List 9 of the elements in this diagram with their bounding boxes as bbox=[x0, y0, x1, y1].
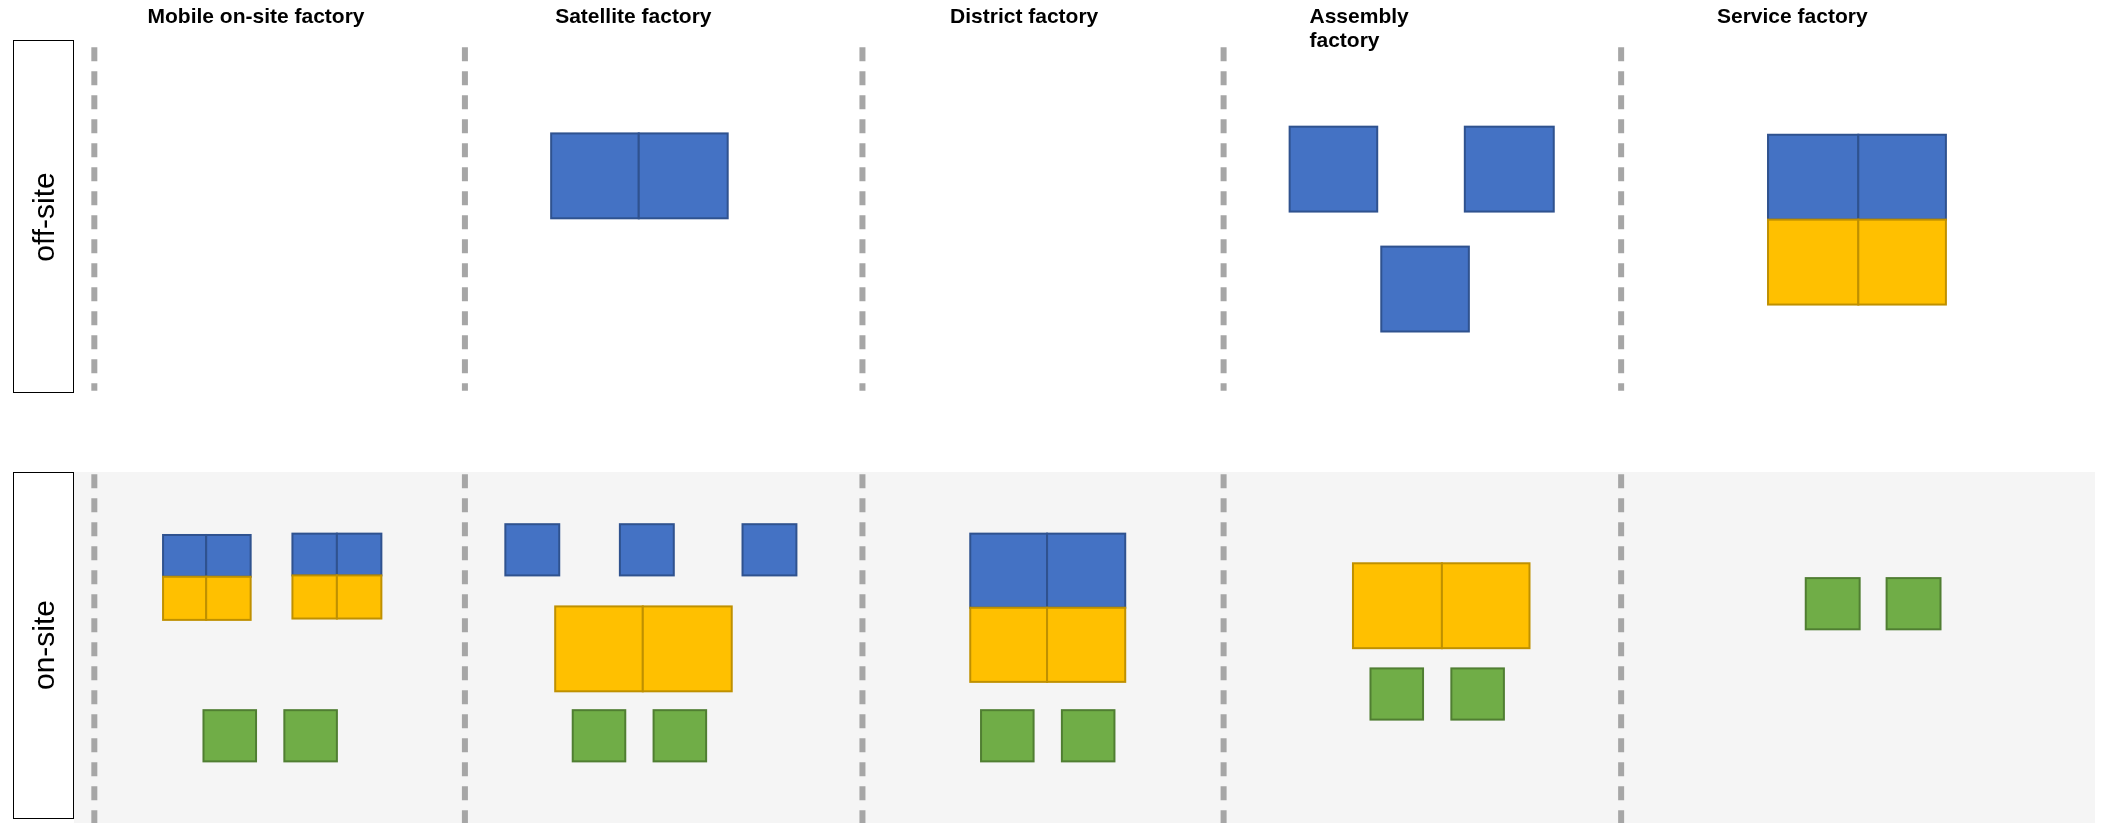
column-heading: Mobile on-site factory bbox=[146, 4, 366, 29]
row-label-box bbox=[13, 471, 75, 820]
row-label-box bbox=[13, 40, 75, 394]
column-heading: Assembly factory bbox=[1309, 4, 1410, 53]
column-heading: Service factory bbox=[1715, 4, 1869, 29]
column-heading: District factory bbox=[949, 4, 1100, 29]
row-label: off-site bbox=[26, 172, 61, 262]
column-heading: Satellite factory bbox=[554, 4, 713, 29]
row-label: on-site bbox=[26, 600, 61, 691]
